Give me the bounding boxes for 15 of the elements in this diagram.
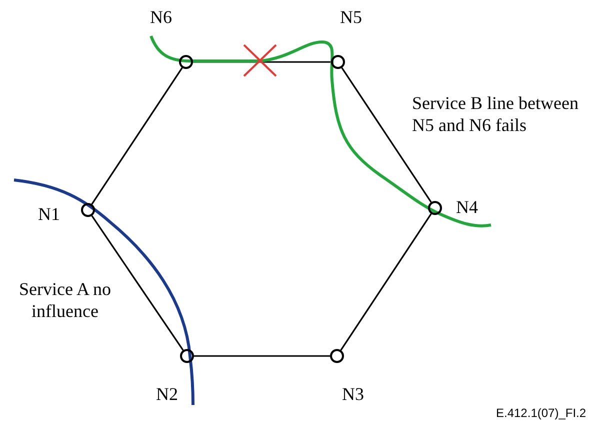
node-label: N5 <box>340 6 362 28</box>
link-line <box>91 67 183 205</box>
node-label: N1 <box>38 203 60 225</box>
node-label: N6 <box>150 6 172 28</box>
figure-id: E.412.1(07)_FI.2 <box>496 405 586 422</box>
link-line <box>194 355 330 357</box>
annotation-text: Service A no influence <box>18 278 112 322</box>
node-label: N4 <box>456 196 478 218</box>
link-line <box>193 61 331 63</box>
node-label: N3 <box>342 383 364 405</box>
annotation-text: Service B line between N5 and N6 fails <box>412 92 580 136</box>
link-line <box>340 213 432 351</box>
link-line <box>91 215 184 351</box>
link-line <box>341 67 432 203</box>
node-label: N2 <box>156 383 178 405</box>
